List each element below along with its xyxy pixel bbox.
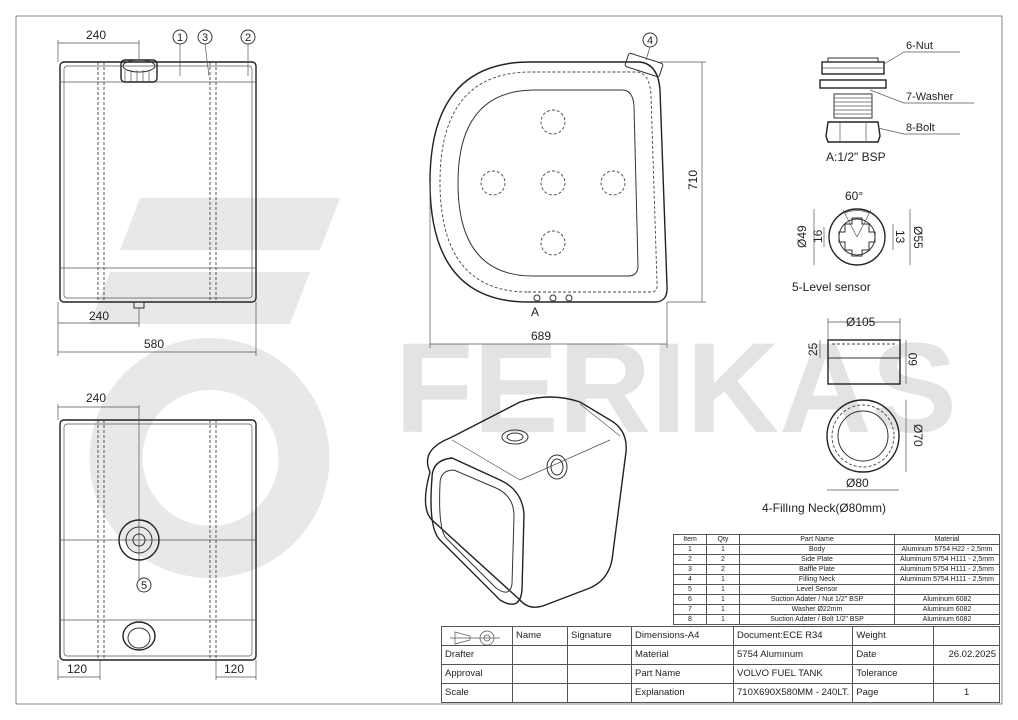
dim-neck-d105: Ø105 xyxy=(846,315,876,329)
bottom-view: 240 5 120 120 xyxy=(57,391,257,680)
caption-level-sensor: 5-Level sensor xyxy=(792,280,871,294)
front-view: 240 240 580 1 3 2 xyxy=(57,28,257,356)
dim-neck-60: 60 xyxy=(906,352,920,366)
dim-side-width: 689 xyxy=(531,329,551,343)
dim-side-height: 710 xyxy=(686,170,700,190)
svg-text:2: 2 xyxy=(245,32,251,44)
dim-front-total: 580 xyxy=(144,337,164,351)
title-block-row: Approval Part Name VOLVO FUEL TANK Toler… xyxy=(441,664,1000,684)
dim-sensor-16: 16 xyxy=(811,229,825,243)
label-nut: 6-Nut xyxy=(906,40,933,52)
level-sensor-flange-icon xyxy=(118,519,160,561)
dim-sensor-d49: Ø49 xyxy=(795,225,809,248)
label-bolt: 8-Bolt xyxy=(906,122,935,134)
bolt-icon xyxy=(825,93,881,143)
isometric-view xyxy=(424,396,627,608)
dim-bottom-left: 120 xyxy=(67,662,87,676)
svg-text:1: 1 xyxy=(177,32,183,44)
balloon-4: 4 xyxy=(642,32,658,61)
svg-text:3: 3 xyxy=(202,32,208,44)
dim-neck-d70: Ø70 xyxy=(911,424,925,447)
dim-sensor-d55: Ø55 xyxy=(911,226,925,249)
dim-bottom-right: 120 xyxy=(224,662,244,676)
dim-sensor-angle: 60° xyxy=(845,189,863,203)
title-block: Name Signature Dimensions-A4 Document:EC… xyxy=(441,626,1000,703)
dim-front-top: 240 xyxy=(86,28,106,42)
nut-icon xyxy=(821,57,885,75)
balloon-3: 3 xyxy=(197,29,213,77)
label-washer: 7-Washer xyxy=(906,91,954,103)
parts-header: Item Qty Part Name Material xyxy=(673,534,1000,545)
title-block-row: Scale Explanation 710X690X580MM - 240LT.… xyxy=(441,683,1000,703)
filler-cap-icon xyxy=(120,59,158,83)
balloon-1: 1 xyxy=(172,29,188,76)
level-sensor-detail: 60° Ø49 16 13 Ø55 5-Level sensor xyxy=(792,189,925,294)
dim-bottom-top: 240 xyxy=(86,391,106,405)
title-block-row: Drafter Material 5754 Alumınum Date 26.0… xyxy=(441,645,1000,665)
side-view: A 4 710 689 xyxy=(429,32,706,348)
balloon-2: 2 xyxy=(240,29,256,76)
drain-cap-icon xyxy=(122,621,156,651)
title-block-row: Name Signature Dimensions-A4 Document:EC… xyxy=(441,626,1000,646)
svg-text:5: 5 xyxy=(141,580,147,592)
balloon-5: 5 xyxy=(136,577,152,593)
watermark-logo: FERIKAS xyxy=(89,198,957,578)
sheet-border xyxy=(15,15,1003,705)
watermark-text: FERIKAS xyxy=(395,317,957,460)
caption-nut-bolt: A:1/2" BSP xyxy=(826,150,886,164)
washer-icon xyxy=(819,79,887,89)
svg-text:4: 4 xyxy=(647,35,653,47)
filling-neck-detail: Ø105 25 60 Ø70 Ø80 4-Fillıng Neck(Ø80mm) xyxy=(762,315,925,515)
dim-sensor-13: 13 xyxy=(893,230,907,244)
detail-ref-a: A xyxy=(531,305,539,319)
dim-neck-25: 25 xyxy=(806,342,820,356)
caption-filling-neck: 4-Fillıng Neck(Ø80mm) xyxy=(762,501,886,515)
dim-front-inner: 240 xyxy=(89,309,109,323)
dim-neck-d80: Ø80 xyxy=(846,476,869,490)
nut-bolt-detail: 6-Nut 7-Washer 8-Bolt A:1/2" BSP xyxy=(819,40,974,164)
